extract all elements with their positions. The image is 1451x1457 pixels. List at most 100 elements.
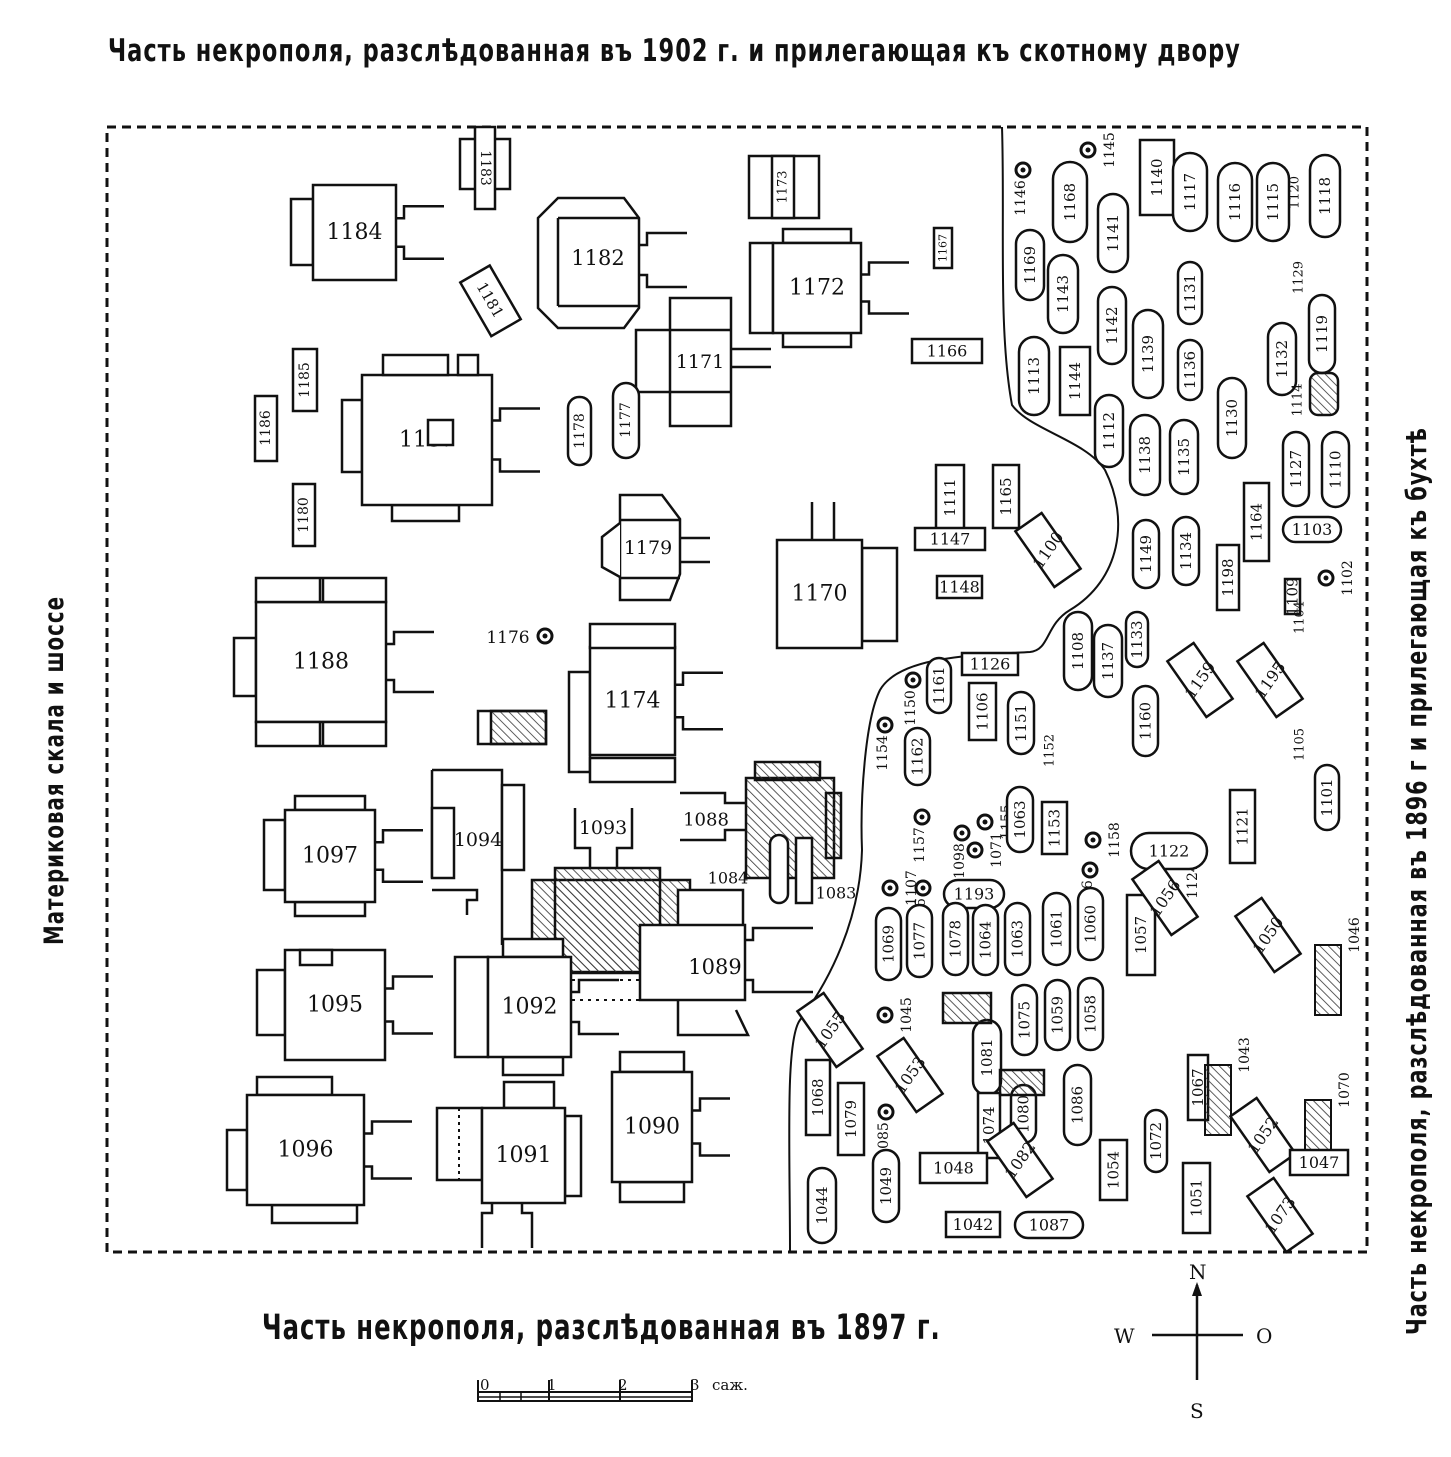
tomb-label: 1150 xyxy=(903,690,919,726)
tomb-label: 1063 xyxy=(1011,800,1029,838)
tomb-1060: 1060 xyxy=(1076,886,1105,962)
tomb-1044: 1044 xyxy=(806,1166,838,1245)
tomb-1108: 1108 xyxy=(1062,610,1094,692)
tomb-1130: 1130 xyxy=(1216,376,1248,460)
tomb-1159: 1159 xyxy=(1165,641,1235,719)
tomb-label: 1173 xyxy=(776,170,791,203)
tomb-1053: 1053 xyxy=(875,1036,945,1114)
tomb-1046: 1046 xyxy=(1314,917,1363,1016)
tomb-1061: 1061 xyxy=(1041,891,1072,967)
tomb-label: 1130 xyxy=(1223,399,1241,437)
tomb-label: 1108 xyxy=(1069,632,1087,670)
tomb-1144: 1144 xyxy=(1058,345,1092,417)
tomb-1111: 1111 xyxy=(934,463,966,532)
tomb-1110: 1110 xyxy=(1320,430,1351,509)
tomb-label: 1106 xyxy=(974,692,992,730)
tomb-label: 1161 xyxy=(930,666,948,704)
tomb-label: 1091 xyxy=(496,1143,552,1168)
tomb-label: 1126 xyxy=(970,655,1011,674)
tomb-label: 1042 xyxy=(953,1215,994,1234)
tomb-label: 1049 xyxy=(877,1167,895,1205)
tomb-label: 1135 xyxy=(1175,438,1193,476)
tomb-1098: 1098 xyxy=(952,824,971,879)
tomb-1090 xyxy=(610,1050,694,1204)
tomb-label: 1069 xyxy=(880,925,898,963)
tomb-1095 xyxy=(255,948,387,1062)
tomb-1169: 1169 xyxy=(1014,228,1046,302)
tomb-label: 1127 xyxy=(1287,450,1305,488)
tomb-1054: 1054 xyxy=(1098,1138,1129,1202)
tomb-1092 xyxy=(453,937,573,1077)
tomb-1164: 1164 xyxy=(1242,481,1271,563)
tomb-1131: 1131 xyxy=(1176,260,1204,326)
north-arrow-icon xyxy=(1192,1282,1202,1296)
tomb-1077: 1077 xyxy=(905,903,934,979)
tomb-label: 1109 xyxy=(1284,577,1302,615)
tomb-1114: 1114 xyxy=(1291,383,1306,416)
tomb-1047: 1047 xyxy=(1288,1148,1350,1177)
tomb-1078: 1078 xyxy=(941,901,970,977)
tomb-label: 1104 xyxy=(1293,601,1308,634)
tomb-label: 1060 xyxy=(1082,905,1100,943)
map-title-1902: Часть некрополя, разслѣдованная въ 1902 … xyxy=(108,32,1241,69)
tomb-label: 1148 xyxy=(939,578,980,597)
compass-east: O xyxy=(1256,1324,1272,1348)
tomb-label: 1122 xyxy=(1149,842,1190,861)
tomb-label: 1078 xyxy=(947,920,965,958)
scale-bar: 0 1 2 3 саж. xyxy=(477,1376,748,1402)
tomb-label: 1132 xyxy=(1273,340,1291,378)
compass-rose: N S W O xyxy=(1114,1260,1272,1423)
tomb-label: 1105 xyxy=(1293,728,1308,761)
tomb-label: 1177 xyxy=(618,402,634,438)
tomb-label: 1172 xyxy=(789,276,845,301)
tomb-1045: 1045 xyxy=(876,997,915,1033)
tomb-1129: 1129 xyxy=(1292,261,1307,294)
tomb-label: 1114 xyxy=(1291,383,1306,416)
tomb-1118: 1118 xyxy=(1308,153,1342,239)
tomb-label: 1167 xyxy=(937,234,950,262)
tomb-label: 1162 xyxy=(909,737,927,775)
tomb-label: 1176 xyxy=(486,628,529,648)
tomb-label: 1077 xyxy=(911,922,929,960)
tomb-label: 1093 xyxy=(579,817,627,839)
tomb-label: 1152 xyxy=(1043,734,1058,767)
tomb-1195: 1195 xyxy=(1235,641,1305,719)
tomb-label: 1064 xyxy=(977,921,995,959)
tomb-1052: 1052 xyxy=(1228,1096,1298,1174)
tomb-label: 1133 xyxy=(1128,620,1146,658)
tomb-1104: 1104 xyxy=(1293,601,1308,634)
tomb-label: 1080 xyxy=(1015,1095,1033,1133)
tomb-label: 1081 xyxy=(978,1038,996,1076)
tomb-label: 1178 xyxy=(572,413,588,449)
compass-south: S xyxy=(1190,1399,1204,1423)
tomb-label: 1084 xyxy=(708,869,749,888)
tomb-1162: 1162 xyxy=(903,726,932,787)
tomb-1135: 1135 xyxy=(1168,418,1200,496)
tomb-1122: 1122 xyxy=(1129,831,1209,871)
tomb-1134: 1134 xyxy=(1171,515,1201,587)
tomb-label: 1103 xyxy=(1292,520,1333,539)
tomb-label: 1079 xyxy=(842,1100,860,1138)
tomb-1107: 1107 xyxy=(881,870,920,906)
tomb-1168: 1168 xyxy=(1051,160,1089,244)
tomb-1127: 1127 xyxy=(1281,430,1311,508)
tomb-1049: 1049 xyxy=(871,1148,901,1224)
tomb-1075: 1075 xyxy=(1010,983,1039,1057)
tomb-1157: 1157 xyxy=(912,808,931,863)
tomb-label: 1067 xyxy=(1189,1068,1207,1106)
tomb-1097 xyxy=(262,794,377,918)
tomb-1042: 1042 xyxy=(944,1210,1002,1239)
tomb-label: 1145 xyxy=(1102,132,1118,168)
tomb-1138: 1138 xyxy=(1128,413,1162,497)
tomb-1119: 1119 xyxy=(1307,293,1337,375)
tomb-label: 1179 xyxy=(624,537,672,559)
tomb-label: 1111 xyxy=(941,478,959,516)
tomb-1101: 1101 xyxy=(1313,763,1341,832)
tomb-1074: 1074 xyxy=(976,1091,1002,1160)
tomb-label: 1168 xyxy=(1061,183,1079,221)
tomb-label: 1180 xyxy=(296,497,312,533)
scale-tick-1: 1 xyxy=(547,1376,557,1394)
tomb-1121: 1121 xyxy=(1228,788,1257,865)
tomb-1113: 1113 xyxy=(1017,335,1051,417)
